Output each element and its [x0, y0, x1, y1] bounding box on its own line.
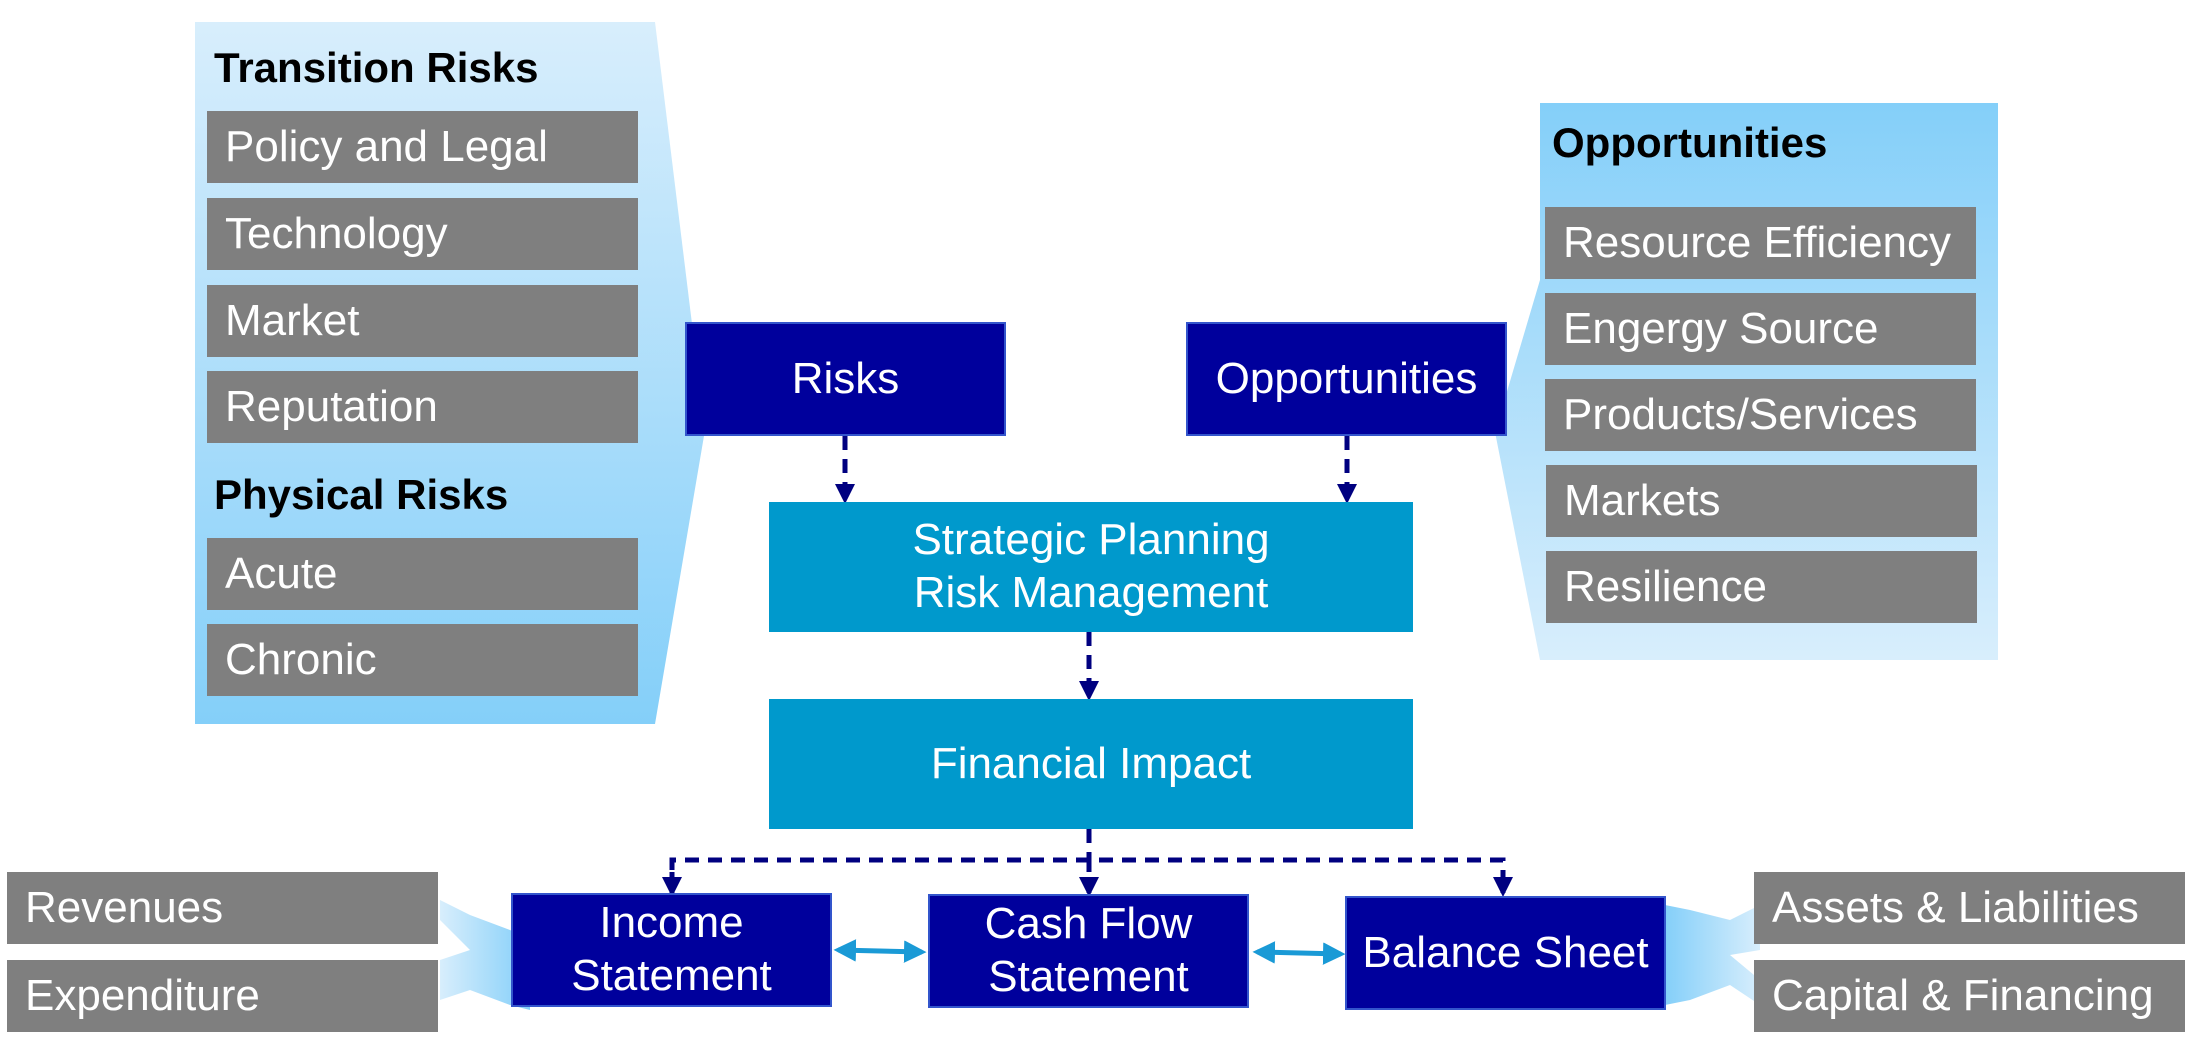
assets-liabilities-item: Assets & Liabilities: [1754, 872, 2185, 944]
revenues-item: Revenues: [7, 872, 438, 944]
income-statement-box: Income Statement: [511, 893, 832, 1007]
income-statement-line1: Income: [599, 898, 744, 948]
strategic-planning-label: Strategic Planning: [912, 515, 1270, 565]
transition-item-policy-legal: Policy and Legal: [207, 111, 638, 183]
opportunities-heading: Opportunities: [1552, 119, 1828, 166]
transition-risks-heading: Transition Risks: [214, 44, 539, 91]
risks-box: Risks: [685, 322, 1006, 436]
cash-flow-statement-box: Cash Flow Statement: [928, 894, 1249, 1008]
opportunity-item-markets: Markets: [1546, 465, 1977, 537]
left-funnel-shape: [440, 900, 530, 1010]
opportunity-item-energy-source: Engergy Source: [1545, 293, 1976, 365]
physical-risks-heading: Physical Risks: [214, 471, 509, 518]
physical-item-acute: Acute: [207, 538, 638, 610]
risk-management-label: Risk Management: [913, 568, 1269, 617]
transition-item-technology: Technology: [207, 198, 638, 270]
capital-financing-item: Capital & Financing: [1754, 960, 2185, 1032]
financial-impact-box: Financial Impact: [769, 699, 1413, 829]
opportunity-item-resource-efficiency: Resource Efficiency: [1545, 207, 1976, 279]
opportunity-item-products-services: Products/Services: [1545, 379, 1976, 451]
transition-item-market: Market: [207, 285, 638, 357]
opportunities-box: Opportunities: [1186, 322, 1507, 436]
right-funnel-shape: [1665, 905, 1760, 1005]
balance-sheet-box: Balance Sheet: [1345, 896, 1666, 1010]
physical-item-chronic: Chronic: [207, 624, 638, 696]
strategic-planning-box: Strategic Planning Risk Management: [769, 502, 1413, 632]
income-statement-line2: Statement: [571, 951, 772, 1000]
transition-item-reputation: Reputation: [207, 371, 638, 443]
cash-flow-line1: Cash Flow: [984, 899, 1193, 949]
cash-flow-line2: Statement: [988, 952, 1189, 1001]
expenditure-item: Expenditure: [7, 960, 438, 1032]
opportunity-item-resilience: Resilience: [1546, 551, 1977, 623]
